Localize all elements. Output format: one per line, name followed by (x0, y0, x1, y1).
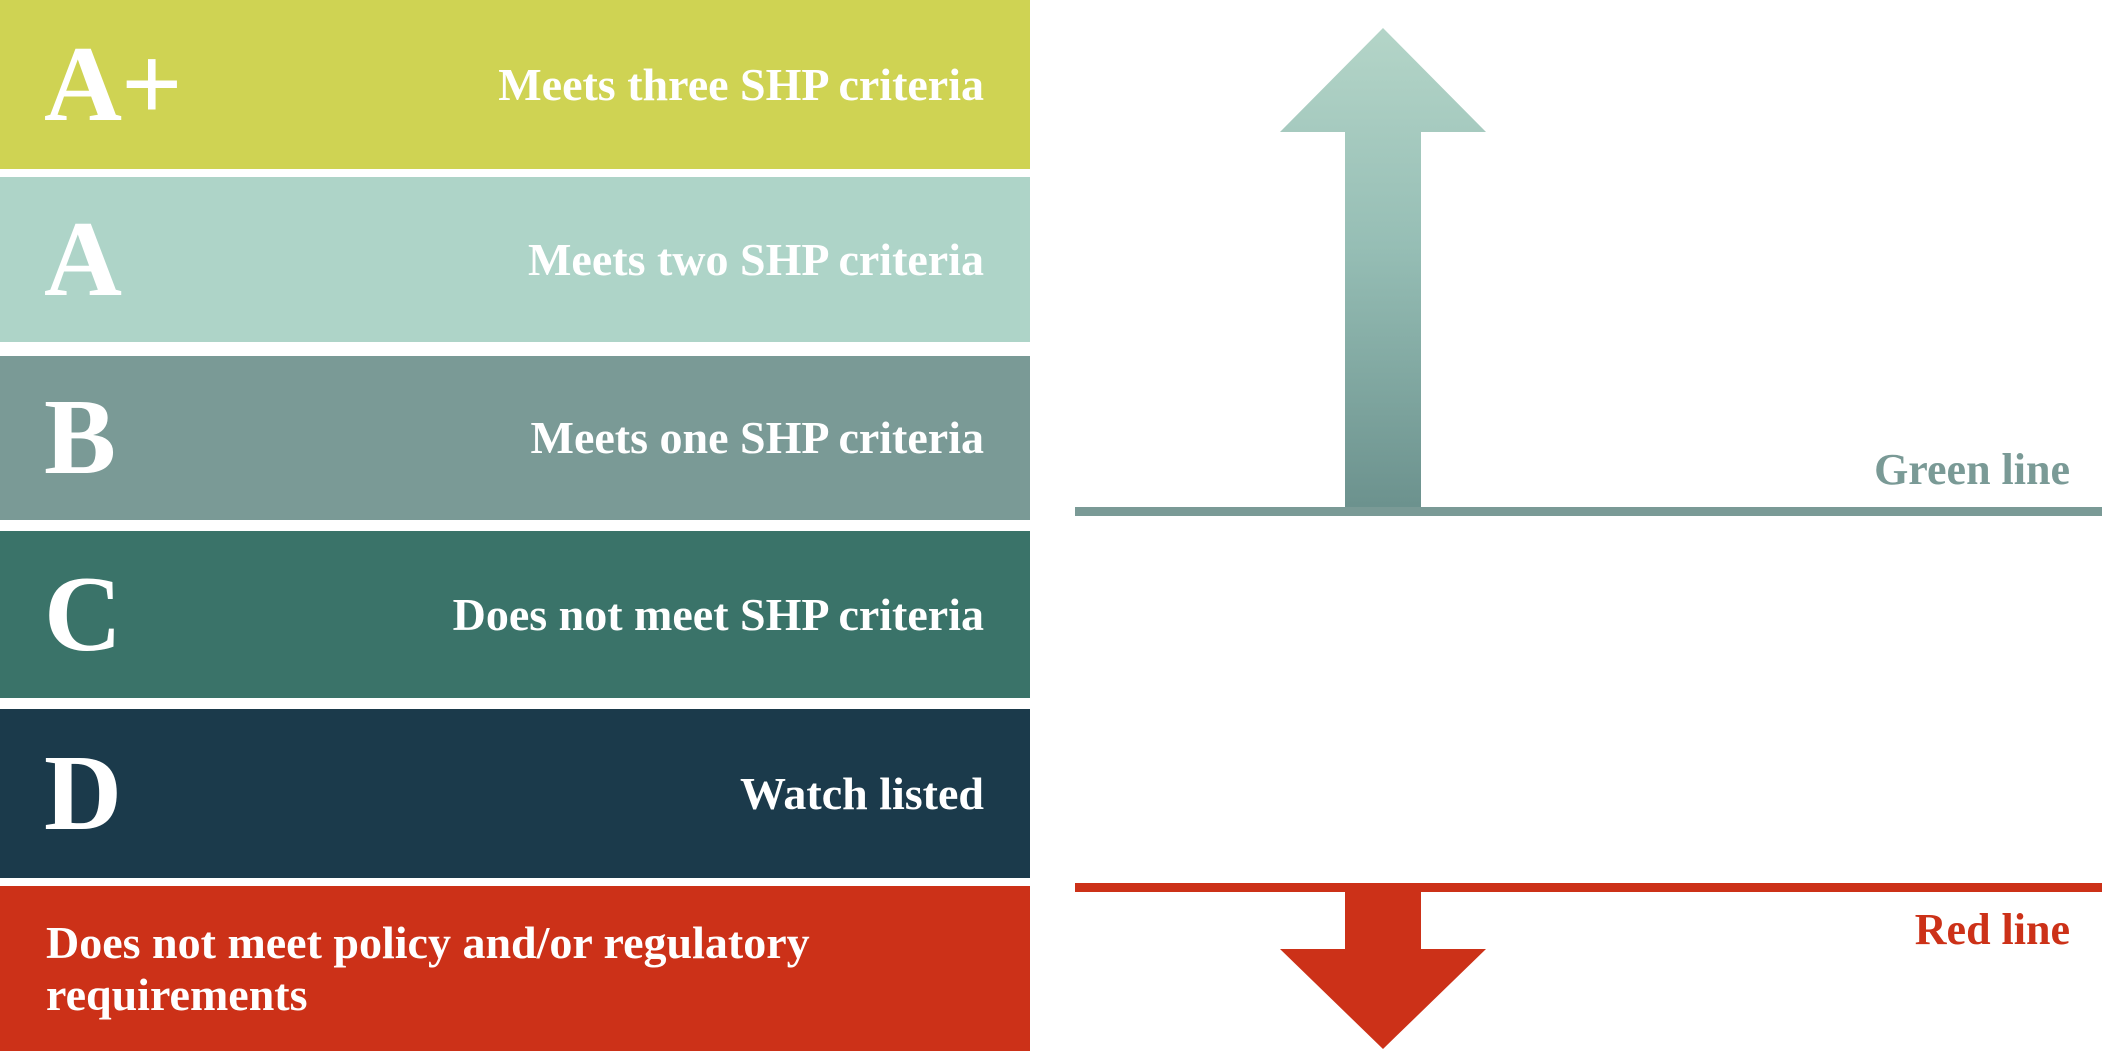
band-grade-label: A+ (44, 24, 183, 144)
band-description: Meets three SHP criteria (498, 58, 984, 110)
band-grade-label: A (44, 199, 122, 319)
red-line-label: Red line (1914, 905, 2070, 954)
band-description: Does not meet policy and/or regulatory r… (46, 916, 810, 1020)
band-description: Watch listed (739, 767, 984, 819)
arrow-down-icon (1278, 883, 1488, 1051)
rating-band: A Meets two SHP criteria (0, 177, 1030, 342)
red-line (1075, 883, 2102, 892)
band-description: Meets two SHP criteria (528, 233, 984, 285)
threshold-diagram: Green line Red line (1030, 0, 2102, 1051)
band-description: Does not meet SHP criteria (452, 588, 984, 640)
band-grade-label: B (44, 378, 116, 498)
band-description: Meets one SHP criteria (530, 412, 984, 464)
rating-band: A+ Meets three SHP criteria (0, 0, 1030, 169)
rating-band: B Meets one SHP criteria (0, 356, 1030, 520)
band-grade-label: D (44, 733, 122, 853)
band-grade-label: C (44, 554, 122, 674)
arrow-up-icon (1278, 20, 1488, 512)
green-line (1075, 507, 2102, 516)
rating-band: Does not meet policy and/or regulatory r… (0, 886, 1030, 1051)
rating-band: C Does not meet SHP criteria (0, 531, 1030, 698)
rating-band: D Watch listed (0, 709, 1030, 878)
green-line-label: Green line (1874, 445, 2070, 494)
